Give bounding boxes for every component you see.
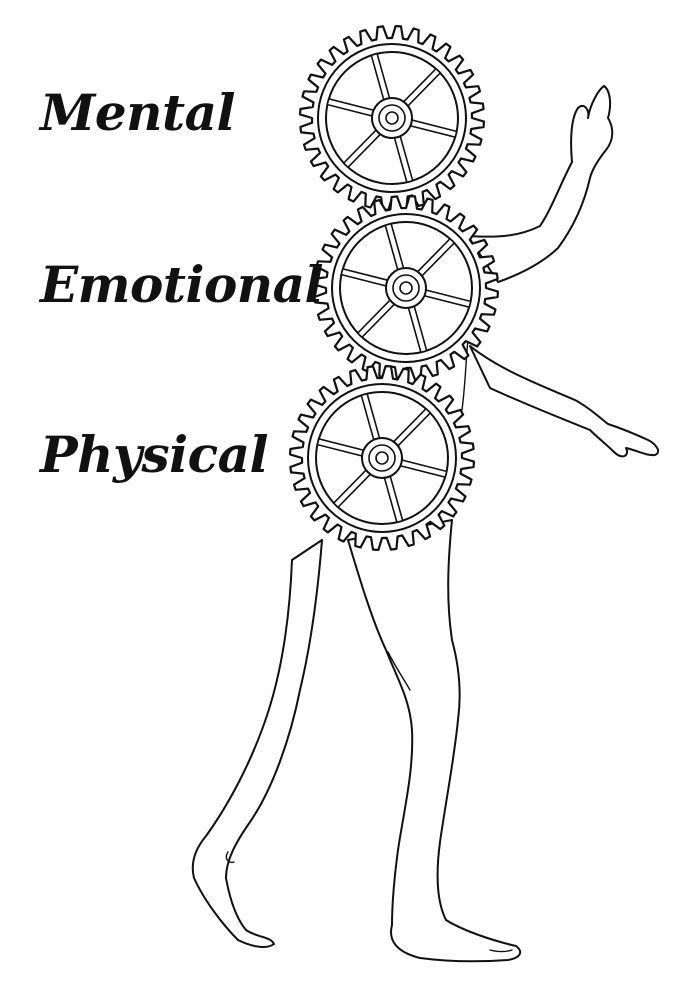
knee-detail bbox=[387, 651, 411, 691]
gear-rim-outer bbox=[331, 213, 481, 363]
gear-hub bbox=[361, 437, 403, 479]
mental-gear bbox=[299, 25, 485, 211]
emotional-label: Emotional bbox=[40, 255, 324, 314]
gear-rim-outer bbox=[307, 383, 457, 533]
gear-axle bbox=[399, 281, 413, 295]
gear-hub bbox=[371, 97, 413, 139]
lower-arm bbox=[469, 345, 659, 458]
front-leg bbox=[347, 519, 522, 963]
raised-arm bbox=[467, 85, 614, 283]
emotional-gear bbox=[313, 195, 499, 381]
gear-hub-ring bbox=[368, 444, 396, 472]
gear-axle bbox=[385, 111, 399, 125]
gear-hub bbox=[385, 267, 427, 309]
ankle-detail bbox=[225, 851, 235, 864]
gear-hub-ring bbox=[392, 274, 420, 302]
physical-label: Physical bbox=[40, 425, 268, 484]
physical-gear bbox=[289, 365, 475, 551]
mental-label: Mental bbox=[40, 83, 236, 142]
back-leg bbox=[191, 539, 323, 948]
gear-rim-outer bbox=[317, 43, 467, 193]
gear-hub-ring bbox=[378, 104, 406, 132]
toe-detail bbox=[489, 949, 513, 953]
gear-axle bbox=[375, 451, 389, 465]
